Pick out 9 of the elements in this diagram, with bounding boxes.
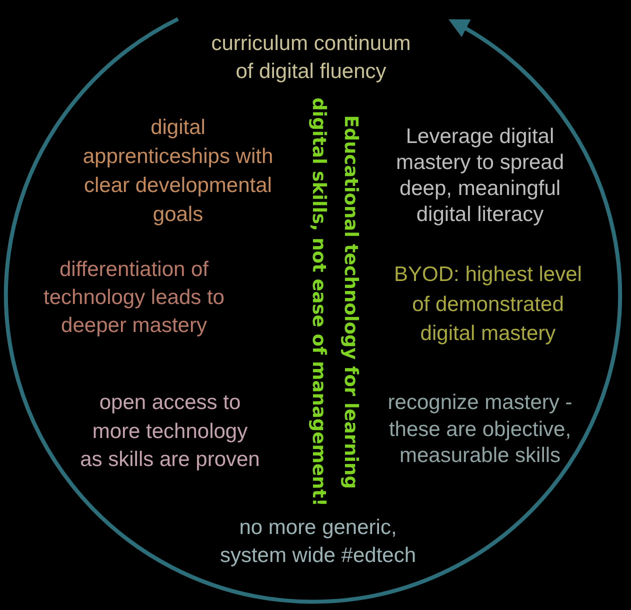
cycle-step-text: recognize mastery - these are objective, measurable skills xyxy=(386,390,574,469)
cycle-step-text: open access to more technology as skills are proven xyxy=(80,390,260,473)
cycle-step-text: BYOD: highest level of demonstrated digital mastery xyxy=(393,262,583,347)
cycle-step-text: digital apprenticeships with clear developmental goals xyxy=(82,115,274,228)
cycle-step-text: Leverage digital mastery to spread deep, meaningful digital literacy xyxy=(394,124,566,228)
cycle-step-text: curriculum continuum of digital fluency xyxy=(210,31,412,85)
center-statement: Educational technology for learning digital skills, not ease of management! xyxy=(307,96,362,508)
cycle-step-text: no more generic, system wide #edtech xyxy=(218,515,418,569)
cycle-step-text: differentiation of technology leads to deeper mastery xyxy=(42,257,226,339)
